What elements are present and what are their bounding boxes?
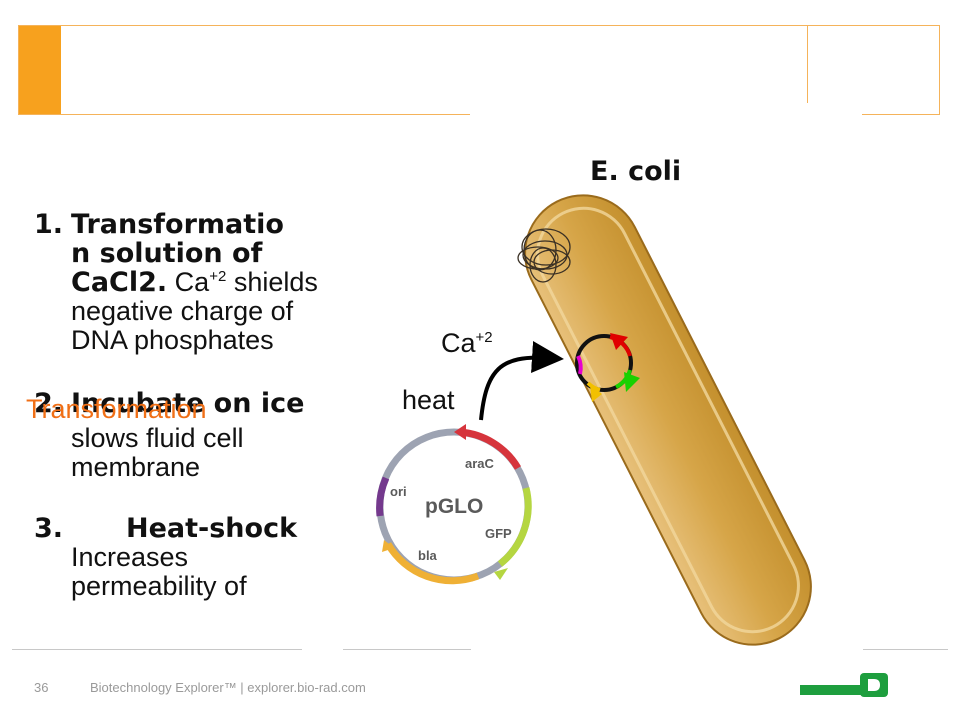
step-text: Ca (174, 267, 210, 297)
step-title: n solution of (71, 238, 263, 269)
step-text: Increases permeability of (71, 542, 247, 601)
step-1: 1. Transformatio n solution of CaCl2. Ca… (34, 210, 319, 355)
step-number: 2. (34, 388, 64, 419)
step-title: Incubate on ice (71, 388, 305, 419)
pglo-name: pGLO (425, 495, 483, 518)
pglo-plasmid (376, 424, 532, 585)
ecoli-cell (524, 194, 812, 646)
title-divider (807, 26, 808, 114)
step-number: 1. (34, 209, 64, 240)
gene-gfp: GFP (485, 526, 512, 541)
chromosome (517, 228, 571, 283)
step-text: slows fluid cell membrane (71, 423, 244, 482)
gene-ori: ori (390, 484, 407, 499)
page-number: 36 (34, 680, 49, 695)
step-title: Heat-shock (126, 513, 298, 544)
footer-rule (863, 649, 948, 650)
heat-label: heat (402, 385, 455, 415)
brand-logo (800, 673, 888, 697)
step-title: CaCl2. (71, 267, 168, 298)
internal-plasmid (575, 333, 640, 402)
footer-text: Biotechnology Explorer™ | explorer.bio-r… (90, 680, 366, 695)
title-accent-bar (19, 26, 61, 114)
calcium-label: Ca+2 (441, 328, 493, 359)
step-title: Transformatio (71, 209, 284, 240)
gene-arac: araC (465, 456, 495, 471)
gene-bla: bla (418, 548, 438, 563)
footer-rule (343, 649, 471, 650)
section-heading: Transformation (26, 394, 207, 424)
step-number: 3. (34, 513, 64, 544)
ecoli-label: E. coli (590, 156, 682, 187)
calcium-charge: +2 (475, 329, 493, 346)
step-text: shields negative charge of DNA phosphate… (71, 267, 318, 355)
calcium-text: Ca (441, 328, 476, 358)
step-2: 2. Incubate on ice (34, 389, 319, 418)
footer-rule (12, 649, 302, 650)
entry-arrow (479, 341, 564, 421)
title-gap (470, 103, 862, 119)
steps-list: 1. Transformatio n solution of CaCl2. Ca… (34, 210, 319, 601)
step-3: 3. Heat-shock (34, 514, 319, 543)
charge-superscript: +2 (209, 268, 227, 285)
